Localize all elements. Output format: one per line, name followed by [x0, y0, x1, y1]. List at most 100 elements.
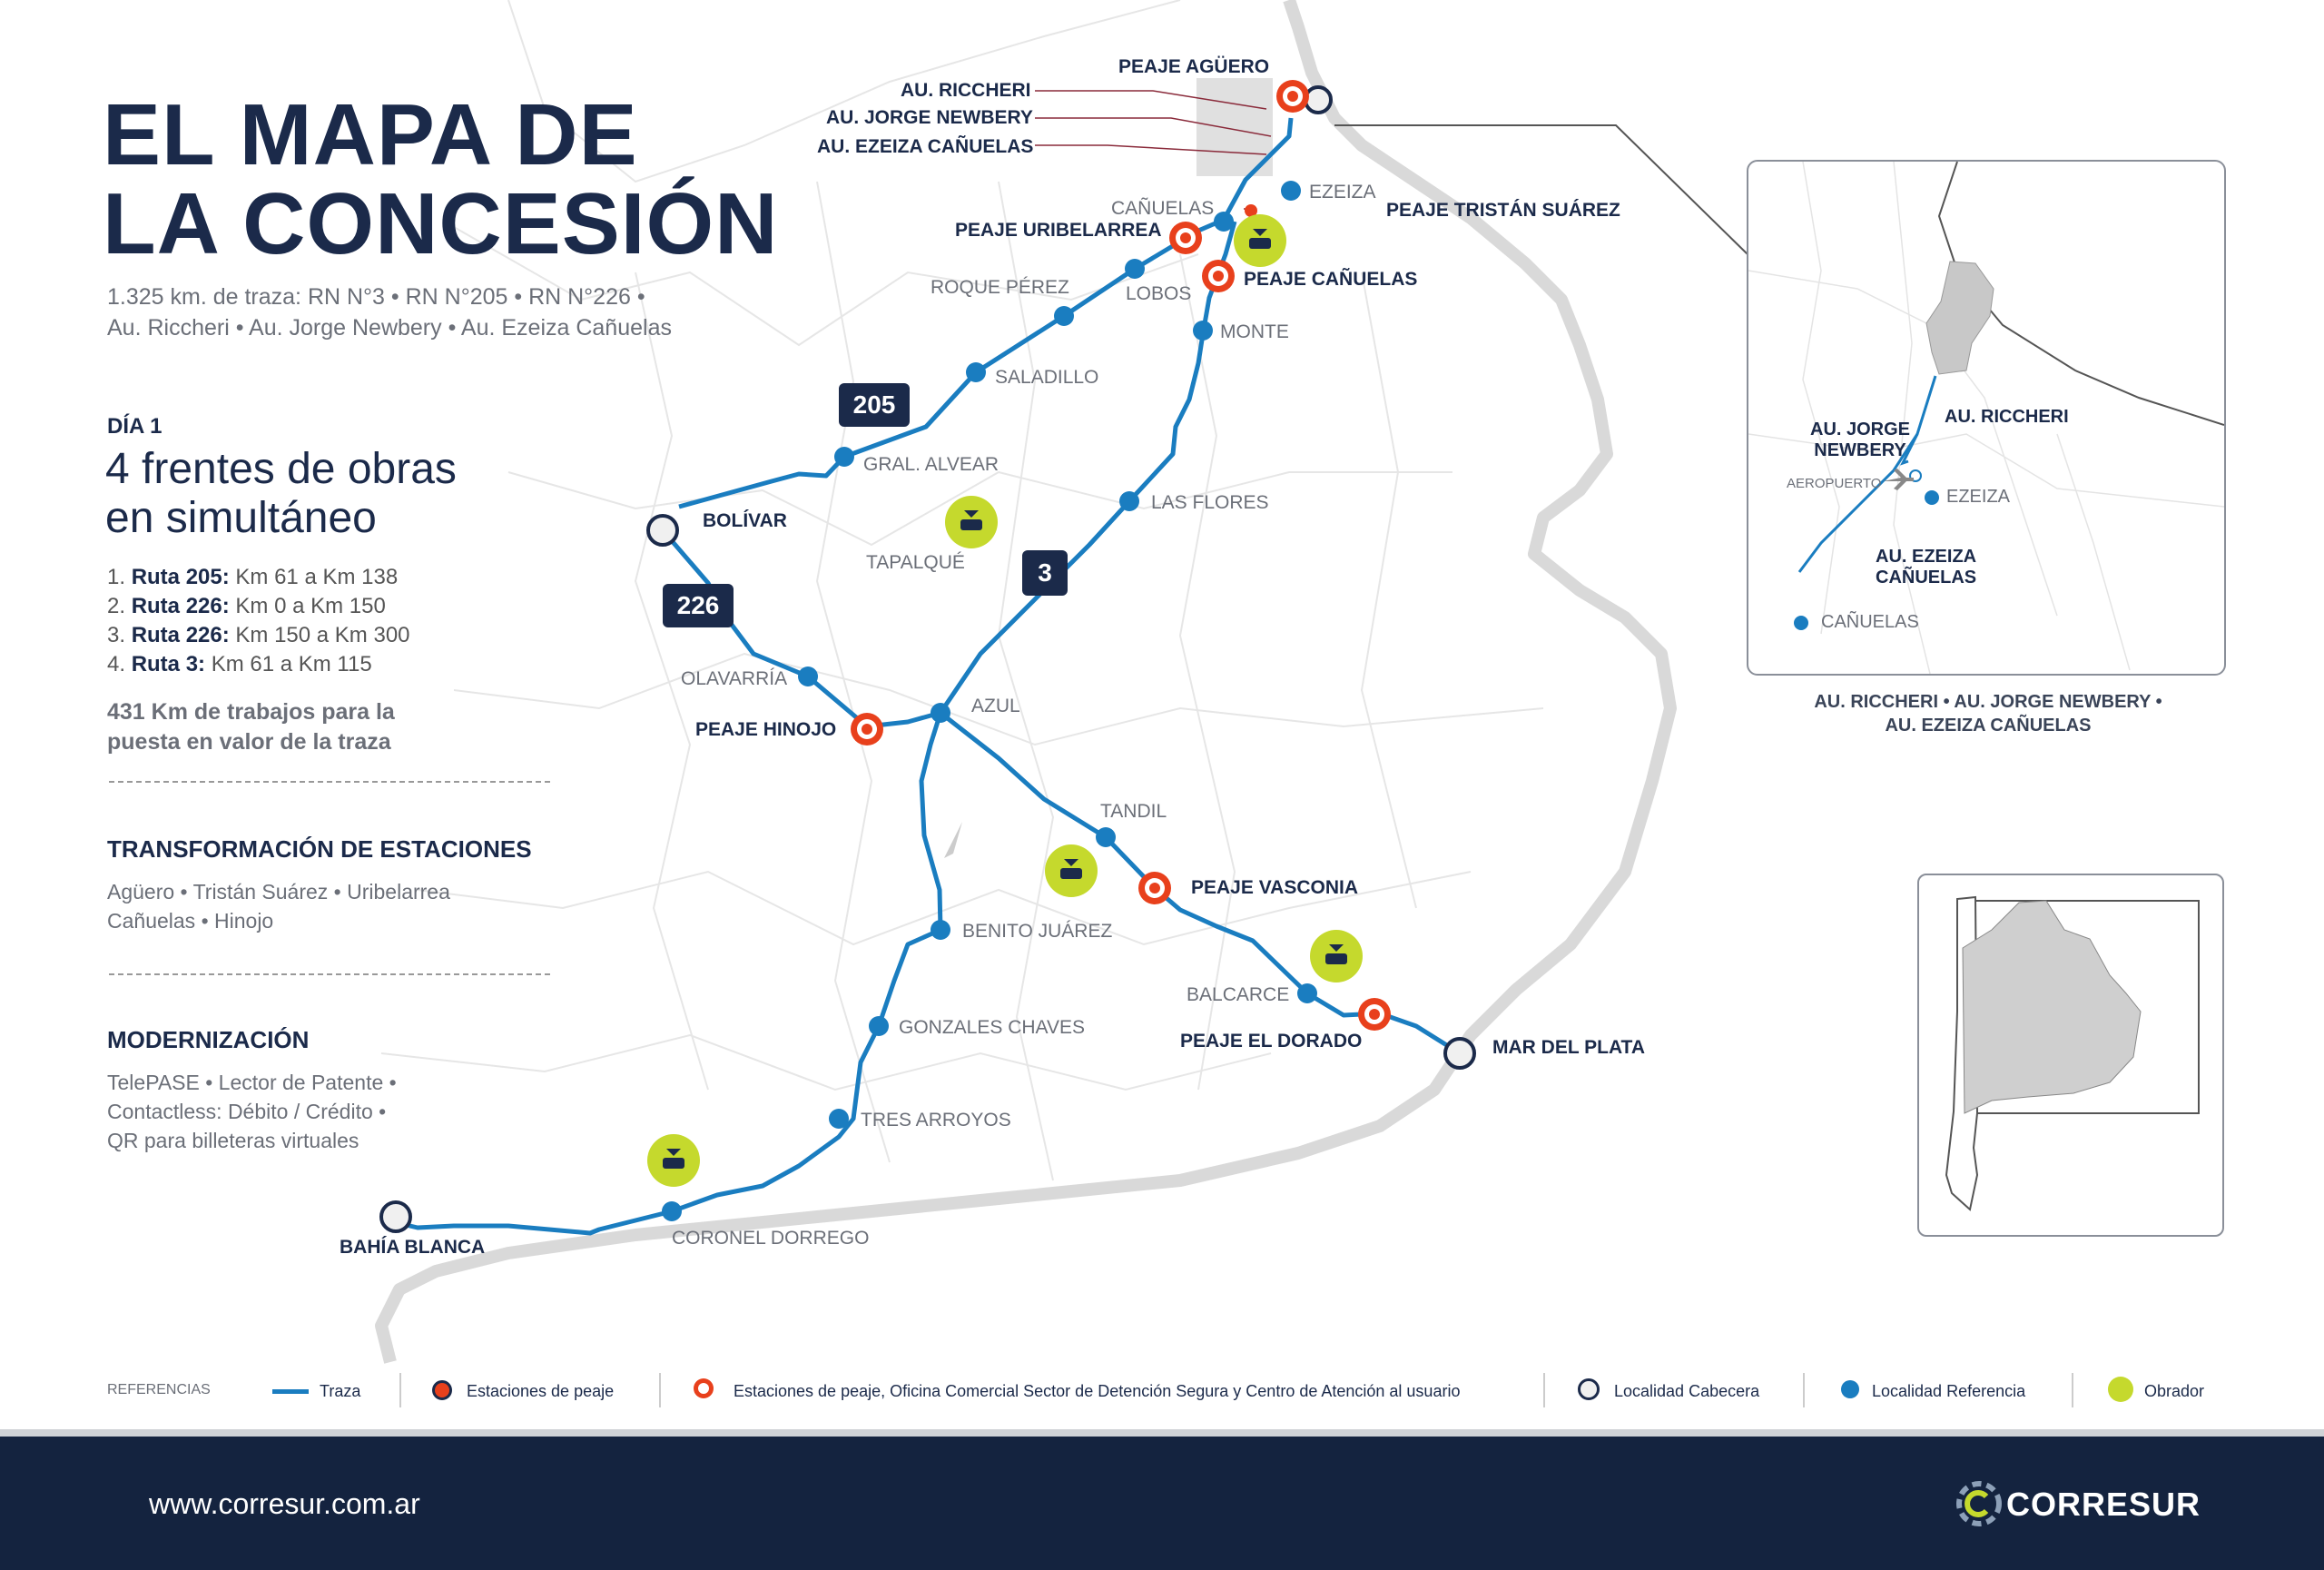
label-peaje-el-dorado: PEAJE EL DORADO [1180, 1031, 1363, 1052]
toll-canuelas[interactable] [1202, 260, 1235, 292]
callout-lines [1035, 90, 1272, 210]
label-peaje-canuelas: PEAJE CAÑUELAS [1244, 269, 1418, 290]
dot-lobos[interactable] [1125, 259, 1145, 279]
dot-saladillo[interactable] [966, 362, 986, 382]
label-au-jorge-newbery: AU. JORGE NEWBERY [826, 107, 1033, 128]
legend-cabecera-icon [1578, 1378, 1600, 1400]
ruta-item: 3. Ruta 226: Km 150 a Km 300 [107, 621, 410, 650]
dot-coronel-dorrego[interactable] [662, 1201, 682, 1221]
inset-locator [1917, 874, 2224, 1237]
legend-title: REFERENCIAS [107, 1382, 211, 1397]
toll-vasconia[interactable] [1138, 872, 1171, 904]
obrador-balcarce[interactable] [1310, 930, 1363, 982]
inset-caption-line-2: AU. EZEIZA CAÑUELAS [1885, 716, 2092, 736]
km-summary: 431 Km de trabajos para la puesta en val… [107, 697, 395, 757]
toll-uribelarrea[interactable] [1169, 222, 1202, 254]
transformacion-line-2: Cañuelas • Hinojo [107, 909, 274, 933]
inset-dot-ezeiza[interactable] [1925, 490, 1939, 505]
legend-referencia: Localidad Referencia [1872, 1382, 2026, 1400]
footer: www.corresur.com.ar CORRESUR [0, 1437, 2324, 1570]
toll-el-dorado[interactable] [1358, 998, 1391, 1031]
legend-obrador-icon [2108, 1377, 2133, 1402]
ruta-item: 1. Ruta 205: Km 61 a Km 138 [107, 563, 410, 592]
inset-caption: AU. RICCHERI • AU. JORGE NEWBERY • AU. E… [1743, 690, 2233, 737]
divider [109, 973, 550, 975]
north-arrow-icon [944, 822, 962, 858]
inset-label-canuelas: CAÑUELAS [1821, 612, 1919, 632]
ruta-num: 2. [107, 594, 126, 618]
label-au-ezeiza-canuelas: AU. EZEIZA CAÑUELAS [817, 136, 1034, 157]
inset-label-newbery-line-1: AU. JORGE [1810, 420, 1911, 439]
km-line-1: 431 Km de trabajos para la [107, 699, 395, 725]
page-title: EL MAPA DE LA CONCESIÓN [103, 91, 778, 269]
dot-las-flores[interactable] [1119, 491, 1139, 511]
divider [109, 781, 550, 783]
route-shield-205: 205 [839, 383, 910, 427]
obrador-canuelas[interactable] [1234, 214, 1286, 267]
cabecera-bahia-blanca[interactable] [379, 1200, 412, 1233]
dot-tres-arroyos[interactable] [829, 1109, 849, 1129]
label-bahia-blanca: BAHÍA BLANCA [340, 1237, 486, 1258]
label-benito-juarez: BENITO JUÁREZ [962, 921, 1113, 942]
legend-separator [1543, 1373, 1545, 1407]
legend-obrador: Obrador [2144, 1382, 2205, 1400]
label-ezeiza: EZEIZA [1309, 182, 1376, 202]
ruta-range: Km 150 a Km 300 [235, 623, 410, 647]
label-tapalque: TAPALQUÉ [866, 552, 965, 573]
toll-aguero[interactable] [1276, 80, 1309, 113]
dot-roque-perez[interactable] [1054, 306, 1074, 326]
inset-connector [1334, 124, 1748, 255]
ruta-num: 4. [107, 652, 126, 676]
ruta-name: Ruta 226: [131, 594, 230, 618]
km-line-2: puesta en valor de la traza [107, 729, 391, 755]
airplane-icon [1883, 469, 1914, 490]
cabecera-buenos-aires[interactable] [1304, 85, 1333, 114]
dot-tandil[interactable] [1096, 827, 1116, 847]
subtitle-line-2: Au. Riccheri • Au. Jorge Newbery • Au. E… [107, 315, 672, 341]
dot-gonzales-chaves[interactable] [869, 1016, 889, 1036]
legend-referencia-icon [1841, 1380, 1859, 1398]
inset-amba-map [1748, 162, 2224, 674]
cabecera-bolivar[interactable] [646, 514, 679, 547]
dot-canuelas[interactable] [1214, 212, 1234, 232]
route-shield-226: 226 [663, 584, 734, 627]
dot-balcarce[interactable] [1297, 983, 1317, 1003]
frentes-line-2: en simultáneo [105, 494, 377, 542]
inset-dot-canuelas[interactable] [1794, 616, 1808, 630]
dot-gral-alvear[interactable] [834, 447, 854, 467]
label-coronel-dorrego: CORONEL DORREGO [672, 1228, 870, 1249]
obrador-tandil[interactable] [1045, 844, 1098, 897]
inset-label-au-jorge-newbery: AU. JORGE NEWBERY [1810, 420, 1910, 461]
footer-band [0, 1429, 2324, 1438]
label-balcarce: BALCARCE [1187, 984, 1290, 1005]
toll-hinojo[interactable] [851, 713, 883, 746]
legend-separator [2072, 1373, 2073, 1407]
dot-monte[interactable] [1193, 321, 1213, 341]
subtitle-line-1: 1.325 km. de traza: RN N°3 • RN N°205 • … [107, 284, 645, 310]
label-peaje-vasconia: PEAJE VASCONIA [1191, 877, 1358, 898]
toll-tristan-suarez[interactable] [1245, 204, 1257, 217]
label-gonzales-chaves: GONZALES CHAVES [899, 1017, 1085, 1038]
modernizacion-heading: MODERNIZACIÓN [107, 1026, 310, 1053]
dot-ezeiza[interactable] [1281, 181, 1301, 201]
website-link[interactable]: www.corresur.com.ar [149, 1487, 420, 1520]
inset-label-au-ezeiza-canuelas: AU. EZEIZA CAÑUELAS [1876, 547, 1976, 588]
legend-peaje-icon [432, 1380, 452, 1400]
dot-olavarria[interactable] [798, 667, 818, 686]
cabecera-markers [379, 85, 1476, 1233]
modernizacion-text: TelePASE • Lector de Patente • Contactle… [107, 1068, 397, 1155]
label-olavarria: OLAVARRÍA [681, 668, 788, 689]
ruta-name: Ruta 3: [131, 652, 206, 676]
obrador-markers [647, 214, 1363, 1187]
dot-benito-juarez[interactable] [931, 920, 950, 940]
obrador-tapalque[interactable] [945, 496, 998, 548]
cabecera-mar-del-plata[interactable] [1443, 1037, 1476, 1070]
obrador-coronel-dorrego[interactable] [647, 1134, 700, 1187]
inset-label-ezeiza-line-2: CAÑUELAS [1876, 568, 1977, 588]
ruta-name: Ruta 205: [131, 565, 230, 589]
ruta-range: Km 61 a Km 138 [235, 565, 399, 589]
label-au-riccheri: AU. RICCHERI [901, 80, 1031, 101]
legend: REFERENCIAS Traza Estaciones de peaje Es… [0, 1362, 2324, 1417]
dot-azul[interactable] [931, 703, 950, 723]
caba-area [1196, 78, 1273, 176]
